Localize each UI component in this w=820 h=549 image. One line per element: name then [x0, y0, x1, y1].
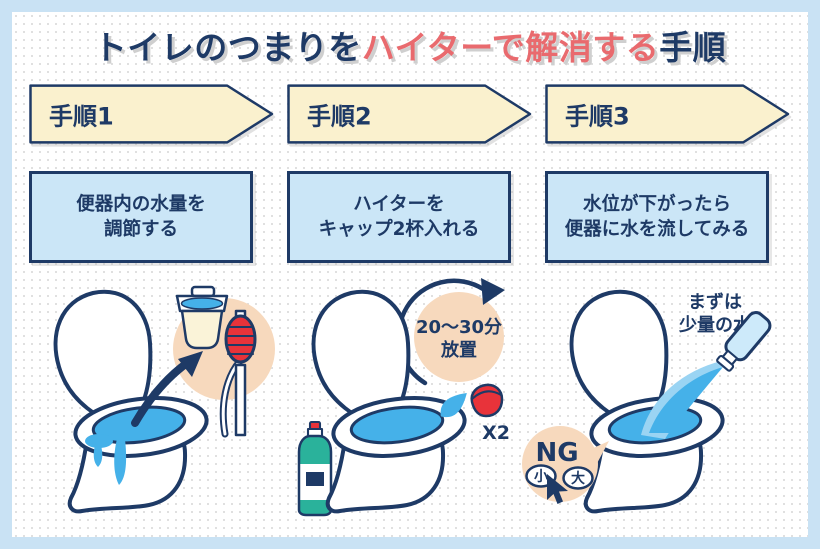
bleach-bottle-icon — [297, 421, 333, 517]
toilet-lid — [569, 289, 669, 428]
measuring-cap-icon — [470, 383, 504, 418]
arrow-banner-shape — [287, 84, 532, 144]
step3-line2: 便器に水を流してみる — [564, 219, 750, 241]
step-column-2: 手順2 ハイターを キャップ2杯入れる 20〜30分 放置 — [287, 84, 532, 530]
step-column-1: 手順1 便器内の水量を 調節する — [29, 84, 275, 530]
bucket-icon — [175, 285, 229, 350]
water-stream — [641, 359, 729, 440]
flush-small-label: 小 — [534, 469, 548, 485]
step2-illustration: 20〜30分 放置 — [287, 277, 532, 530]
ng-speech-bubble: NG 小 大 — [522, 426, 609, 505]
pour-note-line1: まずは — [688, 292, 742, 313]
title-part-3: 手順 — [659, 28, 727, 67]
arrow-banner-shape — [29, 84, 274, 144]
content-area: トイレのつまりをハイターで解消する手順 手順1 便器内の水量を 調節する — [12, 12, 808, 537]
toilet-lid — [53, 289, 153, 428]
step1-description-box: 便器内の水量を 調節する — [29, 171, 253, 264]
toilet-body — [583, 438, 704, 514]
step1-illustration — [29, 277, 275, 530]
arrow-banner-polygon — [287, 84, 532, 144]
step3-label: 手順3 — [565, 102, 630, 131]
flush-large-label: 大 — [571, 470, 585, 487]
arrow-banner-polygon — [545, 84, 790, 144]
step3-description-box: 水位が下がったら 便器に水を流してみる — [545, 171, 769, 264]
page-title: トイレのつまりをハイターで解消する手順 — [12, 12, 808, 71]
cursor-icon — [547, 474, 568, 505]
pour-note: まずは 少量の水 — [678, 292, 752, 336]
step2-line2: キャップ2杯入れる — [318, 219, 480, 241]
toilet-bowl-water — [349, 405, 445, 445]
arrow-icon — [131, 351, 203, 428]
siphon-pump-icon — [219, 309, 257, 438]
step3-arrow-banner: 手順3 — [545, 84, 790, 144]
wait-time-line2: 放置 — [440, 339, 477, 361]
step2-arrow-banner: 手順2 — [287, 84, 532, 144]
step2-description-box: ハイターを キャップ2杯入れる — [287, 171, 511, 264]
step-column-3: 手順3 水位が下がったら 便器に水を流してみる まずは 少量の水 — [522, 84, 790, 530]
toilet-body — [325, 438, 446, 514]
wait-timer-circle-arrow-icon: 20〜30分 放置 — [396, 278, 505, 386]
step2-label: 手順2 — [307, 102, 372, 131]
toilet-lid — [311, 289, 411, 428]
steps-row: 手順1 便器内の水量を 調節する — [12, 84, 808, 530]
water-overflow — [85, 434, 127, 486]
wait-time-line1: 20〜30分 — [416, 317, 502, 338]
toilet-icon — [311, 289, 467, 514]
arrow-banner-polygon — [29, 84, 274, 144]
step1-line1: 便器内の水量を — [76, 193, 206, 215]
step3-illustration: まずは 少量の水 — [522, 277, 790, 530]
step2-line1: ハイターを — [353, 193, 445, 215]
toilet-bowl-water — [91, 405, 187, 445]
step1-label: 手順1 — [49, 102, 114, 131]
step3-line1: 水位が下がったら — [582, 193, 731, 215]
cap-count-label: X2 — [482, 422, 510, 444]
step1-line2: 調節する — [103, 219, 178, 241]
title-part-highlight: ハイターで解消する — [361, 28, 660, 67]
flush-button-large — [562, 466, 594, 490]
title-part-1: トイレのつまりを — [93, 28, 362, 67]
arrow-banner-shape — [545, 84, 790, 144]
water-drop-icon — [440, 393, 467, 418]
ng-label: NG — [535, 438, 578, 468]
water-bottle-icon — [716, 311, 772, 372]
pour-note-line2: 少量の水 — [678, 314, 752, 336]
step1-arrow-banner: 手順1 — [29, 84, 274, 144]
